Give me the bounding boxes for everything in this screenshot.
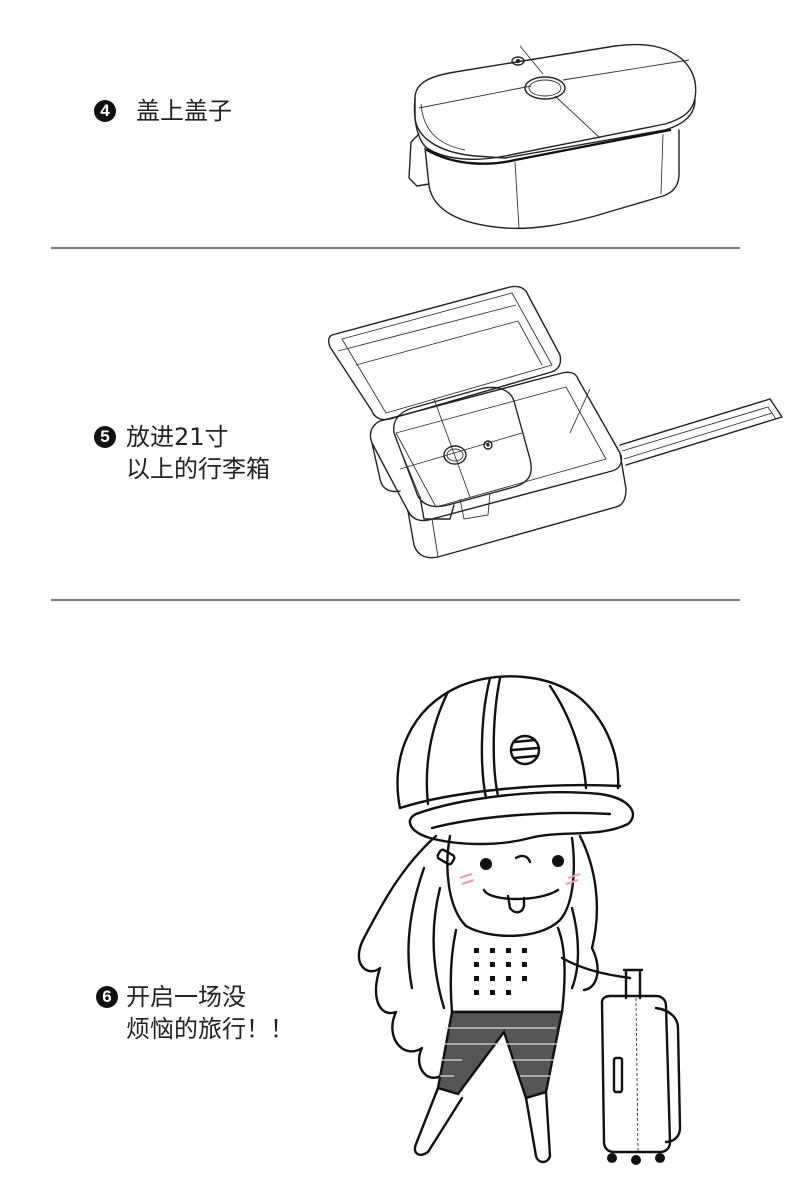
section-divider <box>51 599 740 601</box>
step-number-badge: 5 <box>94 426 116 448</box>
step-5-label: 5 放进21寸 以上的行李箱 <box>94 421 270 485</box>
step-4-text: 盖上盖子 <box>136 97 232 125</box>
section-divider <box>51 247 740 249</box>
lunch-box-in-suitcase-illustration <box>327 285 783 559</box>
step-number-badge: 6 <box>96 986 118 1008</box>
step-number-badge: 4 <box>94 100 116 122</box>
girl-with-suitcase-illustration <box>357 675 682 1165</box>
lunch-box-closed-illustration <box>408 43 697 230</box>
step-4-label: 4 盖上盖子 <box>94 95 232 127</box>
step-6-text: 开启一场没 烦恼的旅行！！ <box>126 983 294 1043</box>
step-5-text: 放进21寸 以上的行李箱 <box>126 423 270 483</box>
step-6-label: 6 开启一场没 烦恼的旅行！！ <box>96 981 294 1045</box>
